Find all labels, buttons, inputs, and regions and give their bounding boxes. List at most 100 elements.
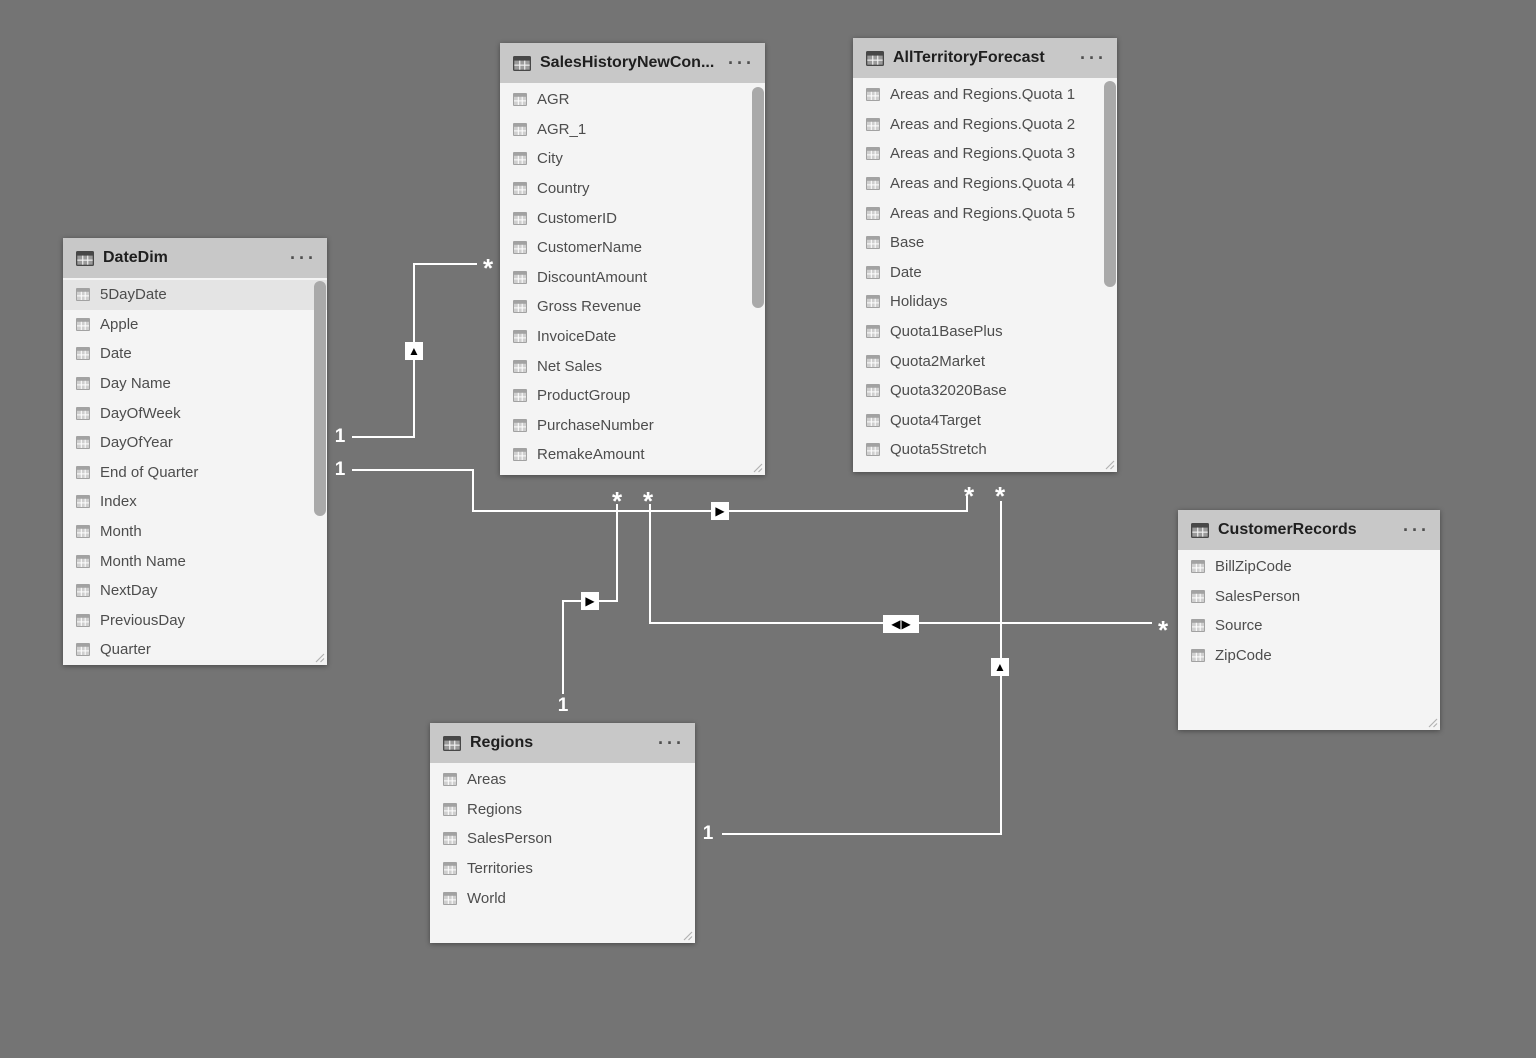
field-row[interactable]: Territories	[430, 854, 695, 884]
scrollbar-thumb[interactable]	[1104, 81, 1116, 287]
field-row[interactable]: Areas and Regions.Quota 2	[853, 110, 1117, 140]
field-row[interactable]: Country	[500, 174, 765, 204]
field-row[interactable]: Quarter	[63, 635, 327, 665]
table-header[interactable]: DateDim ···	[63, 238, 327, 278]
field-label: InvoiceDate	[537, 328, 617, 346]
field-row[interactable]: AGR	[500, 85, 765, 115]
field-row[interactable]: CustomerName	[500, 233, 765, 263]
scrollbar-thumb[interactable]	[752, 87, 764, 308]
field-label: AGR_1	[537, 120, 587, 138]
field-table-icon	[866, 384, 880, 397]
field-label: Quota5Stretch	[890, 441, 987, 459]
field-row[interactable]: Month	[63, 517, 327, 547]
table-header[interactable]: AllTerritoryForecast ···	[853, 38, 1117, 78]
relationship-line-segment[interactable]	[616, 504, 618, 602]
field-row[interactable]: Quota32020Base	[853, 376, 1117, 406]
field-row[interactable]: Date	[63, 339, 327, 369]
filter-direction-up-icon[interactable]: ▲	[991, 658, 1009, 676]
field-row[interactable]: Holidays	[853, 287, 1117, 317]
field-label: SalesPerson	[467, 830, 553, 848]
field-row[interactable]: DayOfWeek	[63, 398, 327, 428]
field-row[interactable]: NextDay	[63, 576, 327, 606]
relationship-line-segment[interactable]	[413, 263, 477, 265]
field-row[interactable]: RemakeAmount	[500, 440, 765, 470]
field-row[interactable]: Apple	[63, 310, 327, 340]
filter-direction-right-icon[interactable]: ▶	[581, 592, 599, 610]
filter-direction-up-icon[interactable]: ▲	[405, 342, 423, 360]
field-row[interactable]: Index	[63, 487, 327, 517]
field-row[interactable]: ProductGroup	[500, 381, 765, 411]
table-card-customerrecords[interactable]: CustomerRecords ··· BillZipCode SalesPer…	[1178, 510, 1440, 730]
field-row[interactable]: SalesPerson	[1178, 582, 1440, 612]
field-row[interactable]: AGR_1	[500, 115, 765, 145]
table-card-datedim[interactable]: DateDim ··· 5DayDate Apple Date Day Name…	[63, 238, 327, 665]
more-options-button[interactable]: ···	[728, 52, 755, 73]
field-table-icon	[76, 377, 90, 390]
field-row[interactable]: World	[430, 883, 695, 913]
field-row[interactable]: ZipCode	[1178, 641, 1440, 671]
field-row[interactable]: Day Name	[63, 369, 327, 399]
field-row[interactable]: City	[500, 144, 765, 174]
table-header[interactable]: CustomerRecords ···	[1178, 510, 1440, 550]
field-row[interactable]: Areas and Regions.Quota 4	[853, 169, 1117, 199]
field-row[interactable]: Regions	[430, 795, 695, 825]
field-row[interactable]: Month Name	[63, 546, 327, 576]
field-table-icon	[76, 614, 90, 627]
field-table-icon	[513, 389, 527, 402]
more-options-button[interactable]: ···	[1403, 519, 1430, 540]
table-card-allterritoryforecast[interactable]: AllTerritoryForecast ··· Areas and Regio…	[853, 38, 1117, 472]
field-label: Quarter	[100, 641, 151, 659]
field-row[interactable]: Quota5Stretch	[853, 435, 1117, 465]
table-card-regions[interactable]: Regions ··· Areas Regions SalesPerson Te…	[430, 723, 695, 943]
resize-handle-icon[interactable]	[1428, 718, 1438, 728]
field-row[interactable]: Areas and Regions.Quota 3	[853, 139, 1117, 169]
field-label: BillZipCode	[1215, 558, 1292, 576]
field-row[interactable]: SalesPerson	[430, 824, 695, 854]
field-row[interactable]: BillZipCode	[1178, 552, 1440, 582]
field-row[interactable]: Net Sales	[500, 351, 765, 381]
relationship-line-segment[interactable]	[352, 436, 415, 438]
field-row[interactable]: DiscountAmount	[500, 263, 765, 293]
field-row[interactable]: Quota2Market	[853, 346, 1117, 376]
resize-handle-icon[interactable]	[753, 463, 763, 473]
filter-direction-both-icon[interactable]: ◀▶	[883, 615, 919, 633]
resize-handle-icon[interactable]	[315, 653, 325, 663]
field-row[interactable]: PreviousDay	[63, 606, 327, 636]
relationship-line-segment[interactable]	[562, 600, 564, 694]
relationship-line-segment[interactable]	[649, 504, 651, 624]
field-row[interactable]: CustomerID	[500, 203, 765, 233]
more-options-button[interactable]: ···	[1080, 47, 1107, 68]
more-options-button[interactable]: ···	[290, 247, 317, 268]
field-row[interactable]: Quota1BasePlus	[853, 317, 1117, 347]
field-row[interactable]: Quota4Target	[853, 406, 1117, 436]
field-row[interactable]: InvoiceDate	[500, 322, 765, 352]
field-row[interactable]: Areas and Regions.Quota 1	[853, 80, 1117, 110]
field-row[interactable]: PurchaseNumber	[500, 411, 765, 441]
field-row[interactable]: 5DayDate	[63, 280, 327, 310]
field-row[interactable]: Source	[1178, 611, 1440, 641]
field-row[interactable]: Areas	[430, 765, 695, 795]
resize-handle-icon[interactable]	[1105, 460, 1115, 470]
field-row[interactable]: Gross Revenue	[500, 292, 765, 322]
field-label: PurchaseNumber	[537, 416, 654, 434]
field-table-icon	[76, 643, 90, 656]
table-header[interactable]: SalesHistoryNewCon... ···	[500, 43, 765, 83]
filter-direction-right-icon[interactable]: ▶	[711, 502, 729, 520]
field-label: Quota4Target	[890, 411, 981, 429]
resize-handle-icon[interactable]	[683, 931, 693, 941]
field-row[interactable]: DayOfYear	[63, 428, 327, 458]
relationship-line-segment[interactable]	[722, 833, 1002, 835]
relationship-line-segment[interactable]	[352, 469, 474, 471]
table-card-saleshistory[interactable]: SalesHistoryNewCon... ··· AGR AGR_1 City…	[500, 43, 765, 475]
field-row[interactable]: End of Quarter	[63, 458, 327, 488]
field-row[interactable]: Areas and Regions.Quota 5	[853, 198, 1117, 228]
relationship-line-segment[interactable]	[966, 496, 968, 512]
more-options-button[interactable]: ···	[658, 732, 685, 753]
field-row[interactable]: Date	[853, 258, 1117, 288]
scrollbar-thumb[interactable]	[314, 281, 326, 516]
table-header[interactable]: Regions ···	[430, 723, 695, 763]
relationship-line-segment[interactable]	[472, 469, 474, 512]
field-table-icon	[866, 443, 880, 456]
field-row[interactable]: Base	[853, 228, 1117, 258]
